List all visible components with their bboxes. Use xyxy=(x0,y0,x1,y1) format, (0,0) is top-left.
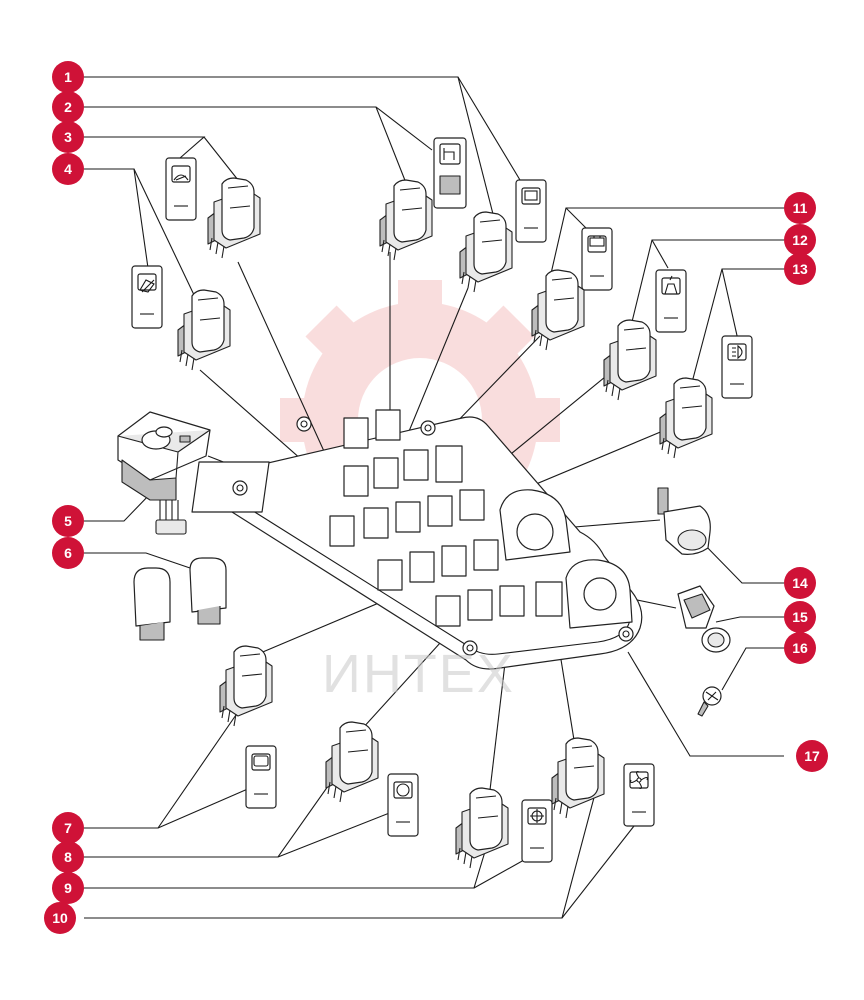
fuse-holder xyxy=(189,557,227,625)
callout-circle xyxy=(784,632,816,664)
callout-circle xyxy=(52,872,84,904)
callout-number: 13 xyxy=(792,261,808,277)
symbol-card xyxy=(521,799,553,863)
callout-8: 8 xyxy=(52,841,84,873)
rocker-switch xyxy=(219,645,273,727)
callout-number: 3 xyxy=(64,129,72,145)
panel-screws xyxy=(232,416,634,656)
work-light-icon xyxy=(139,279,155,293)
callout-number: 4 xyxy=(64,161,72,177)
mirror-icon xyxy=(524,190,538,201)
symbol-card xyxy=(131,265,163,329)
callout-6: 6 xyxy=(52,537,84,569)
callout-number: 5 xyxy=(64,513,72,529)
callout-13: 13 xyxy=(784,253,816,285)
callout-4: 4 xyxy=(52,153,84,185)
control-panel xyxy=(191,409,643,670)
callout-number: 1 xyxy=(64,69,72,85)
callout-number: 12 xyxy=(792,232,808,248)
callout-2: 2 xyxy=(52,91,84,123)
screen-wiper-icon xyxy=(173,174,189,181)
fuse-holder xyxy=(133,567,171,641)
callout-11: 11 xyxy=(784,192,816,224)
symbol-card xyxy=(581,227,613,291)
compass-icon xyxy=(530,809,544,823)
callout-circle xyxy=(44,902,76,934)
symbol-card xyxy=(165,157,197,221)
callout-17: 17 xyxy=(796,740,828,772)
callout-circle xyxy=(784,601,816,633)
rocker-switch xyxy=(455,787,509,869)
hazard-icon xyxy=(443,148,455,160)
rocker-switch xyxy=(379,179,433,261)
symbol-card xyxy=(245,745,277,809)
screw xyxy=(697,686,722,717)
panel-switch-slots xyxy=(191,409,563,627)
rocker-switch xyxy=(177,289,231,371)
callout-number: 10 xyxy=(52,910,68,926)
callout-circle xyxy=(784,192,816,224)
symbol-card xyxy=(387,773,419,837)
callout-number: 14 xyxy=(792,575,808,591)
callout-circle xyxy=(52,153,84,185)
symbol-card xyxy=(655,269,687,333)
headlight-icon xyxy=(732,344,743,360)
callout-5: 5 xyxy=(52,505,84,537)
callout-circle xyxy=(52,505,84,537)
callout-number: 8 xyxy=(64,849,72,865)
fan-icon xyxy=(630,771,648,789)
callout-number: 9 xyxy=(64,880,72,896)
callout-number: 16 xyxy=(792,640,808,656)
rocker-switch xyxy=(551,737,605,819)
battery-icon xyxy=(589,236,605,247)
rocker-switch xyxy=(459,211,513,293)
cigar-lighter xyxy=(677,585,731,653)
symbol-card xyxy=(721,335,753,399)
rocker-switch xyxy=(325,721,379,803)
callout-circle xyxy=(52,61,84,93)
rotary-control-module xyxy=(117,411,211,535)
watermark-text: ИНТЕХ xyxy=(322,644,515,704)
callout-7: 7 xyxy=(52,812,84,844)
callout-1: 1 xyxy=(52,61,84,93)
indicator-lamp xyxy=(657,487,711,555)
rocker-switch xyxy=(207,177,261,259)
callout-12: 12 xyxy=(784,224,816,256)
callout-circle xyxy=(52,91,84,123)
rocker-switch xyxy=(659,377,713,459)
callout-circle xyxy=(52,812,84,844)
callout-number: 17 xyxy=(804,748,820,764)
callout-number: 15 xyxy=(792,609,808,625)
symbol-card xyxy=(433,137,467,209)
callout-14: 14 xyxy=(784,567,816,599)
panel-round-ports xyxy=(499,489,633,629)
callout-10: 10 xyxy=(44,902,76,934)
callout-3: 3 xyxy=(52,121,84,153)
rocker-switch xyxy=(531,269,585,351)
callout-16: 16 xyxy=(784,632,816,664)
callout-circle xyxy=(784,567,816,599)
leader-lines xyxy=(84,76,784,919)
callout-circle xyxy=(796,740,828,772)
callout-9: 9 xyxy=(52,872,84,904)
pto-icon xyxy=(396,783,410,797)
callout-number: 6 xyxy=(64,545,72,561)
callout-15: 15 xyxy=(784,601,816,633)
symbol-card xyxy=(623,763,655,827)
callout-circle xyxy=(784,224,816,256)
callout-circle xyxy=(52,537,84,569)
callout-number: 7 xyxy=(64,820,72,836)
heated-window-icon xyxy=(253,755,269,767)
callout-circle xyxy=(52,841,84,873)
callout-number: 2 xyxy=(64,99,72,115)
symbol-card xyxy=(515,179,547,243)
callout-circle xyxy=(784,253,816,285)
callout-number: 11 xyxy=(793,200,808,216)
beacon-icon xyxy=(664,275,678,295)
rocker-switch xyxy=(603,319,657,401)
callout-circle xyxy=(52,121,84,153)
